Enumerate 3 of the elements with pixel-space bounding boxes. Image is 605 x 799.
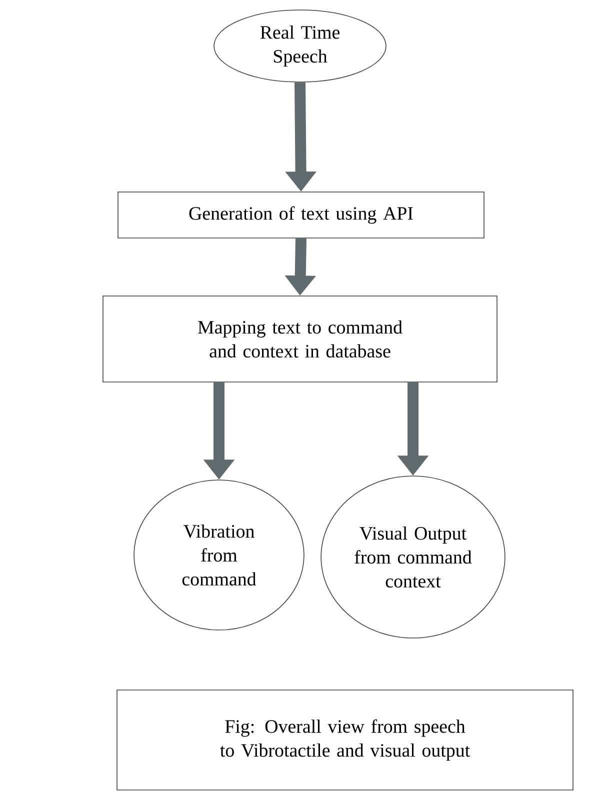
process-box: Mapping text to command and context in database bbox=[102, 296, 498, 382]
process-box: Generation of text using API bbox=[118, 192, 484, 238]
caption-box: Fig: Overall view from speech to Vibrotactile and visual output bbox=[116, 690, 574, 790]
